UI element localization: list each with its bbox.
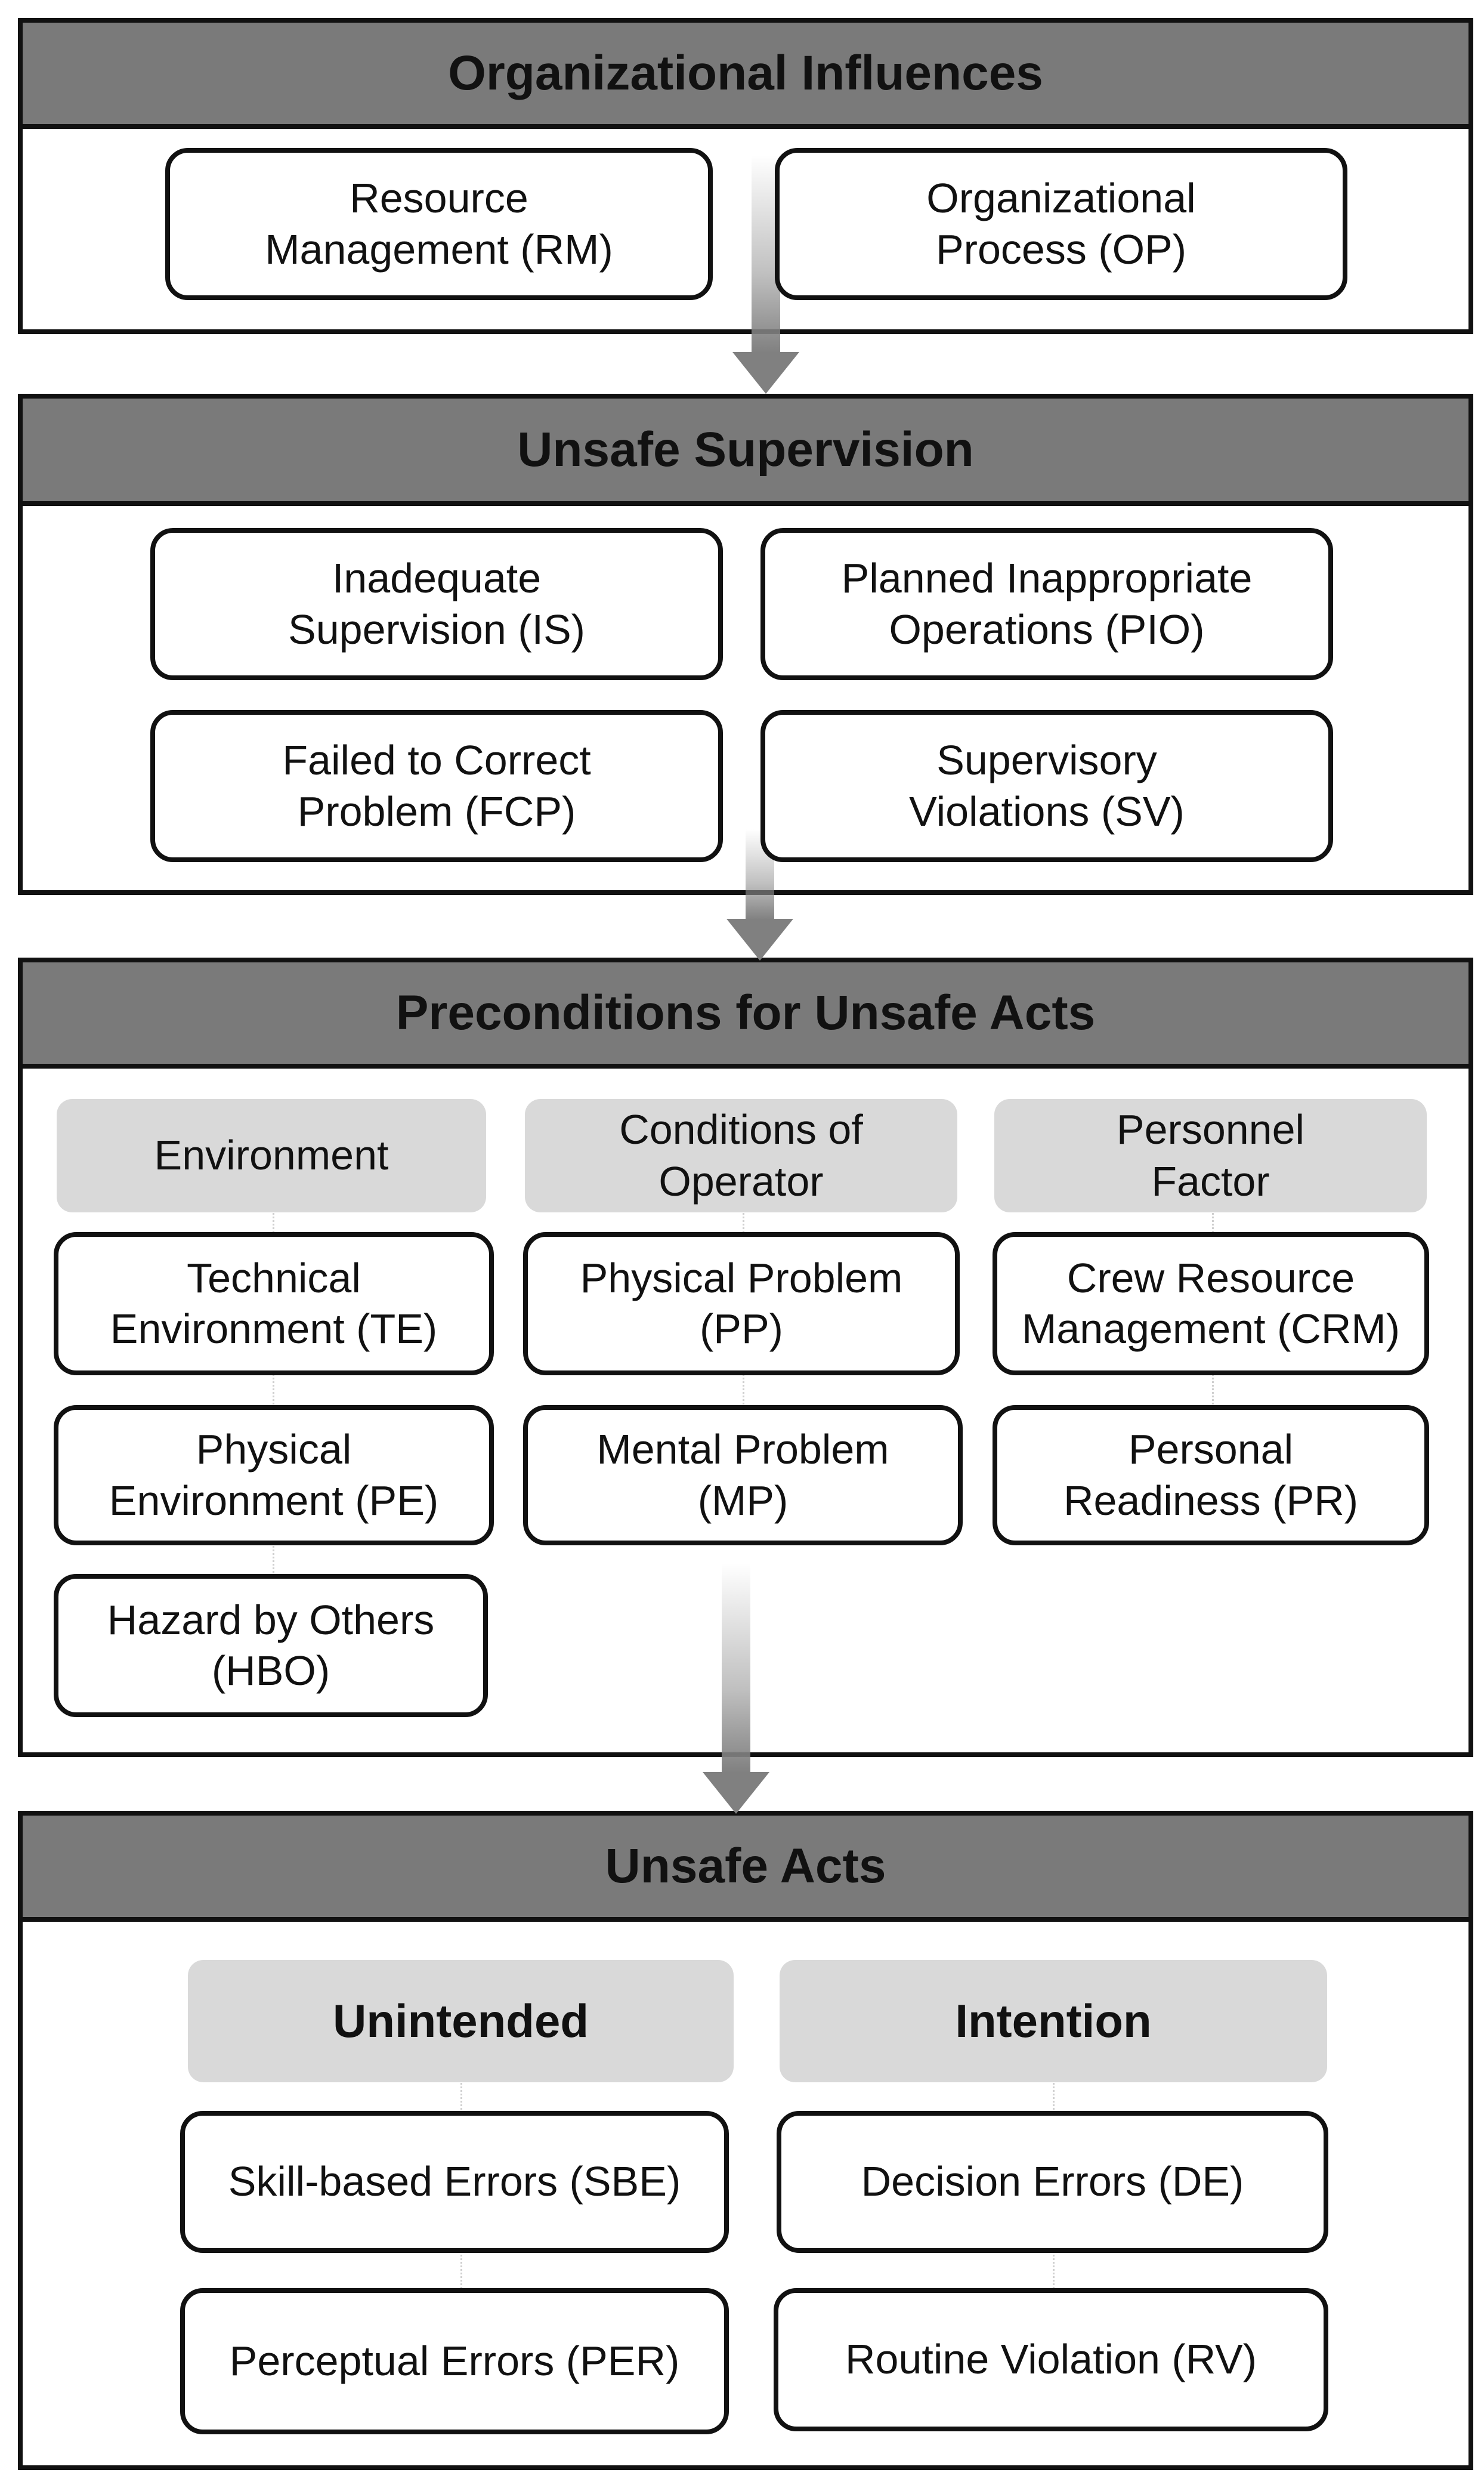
routine-violation-box: Routine Violation (RV) — [774, 2288, 1328, 2431]
arrow-supervision-to-preconditions — [726, 829, 793, 961]
arrow-preconditions-to-unsafe-acts — [703, 1563, 769, 1814]
physical-environment-box: Physical Environment (PE) — [54, 1405, 494, 1545]
perceptual-errors-box: Perceptual Errors (PER) — [180, 2288, 729, 2434]
environment-column-connector — [273, 1205, 274, 1587]
environment-category: Environment — [57, 1099, 486, 1212]
personnel-factor-category: Personnel Factor — [994, 1099, 1427, 1212]
technical-environment-box: Technical Environment (TE) — [54, 1232, 494, 1375]
organizational-process-box: Organizational Process (OP) — [775, 148, 1347, 300]
unsafe-supervision-title: Unsafe Supervision — [23, 399, 1468, 506]
crew-resource-management-box: Crew Resource Management (CRM) — [993, 1232, 1429, 1375]
inadequate-supervision-box: Inadequate Supervision (IS) — [150, 528, 723, 680]
physical-problem-box: Physical Problem (PP) — [523, 1232, 960, 1375]
conditions-of-operator-category: Conditions of Operator — [525, 1099, 957, 1212]
failed-to-correct-problem-box: Failed to Correct Problem (FCP) — [150, 710, 723, 862]
unsafe-acts-title: Unsafe Acts — [23, 1816, 1468, 1922]
hazard-by-others-box: Hazard by Others (HBO) — [54, 1574, 488, 1717]
intention-category: Intention — [780, 1960, 1327, 2082]
personal-readiness-box: Personal Readiness (PR) — [993, 1405, 1429, 1545]
resource-management-box: Resource Management (RM) — [165, 148, 713, 300]
organizational-influences-title: Organizational Influences — [23, 23, 1468, 129]
supervisory-violations-box: Supervisory Violations (SV) — [760, 710, 1333, 862]
skill-based-errors-box: Skill-based Errors (SBE) — [180, 2111, 729, 2253]
preconditions-title: Preconditions for Unsafe Acts — [23, 962, 1468, 1069]
decision-errors-box: Decision Errors (DE) — [777, 2111, 1328, 2253]
planned-inappropriate-operations-box: Planned Inappropriate Operations (PIO) — [760, 528, 1333, 680]
unintended-category: Unintended — [188, 1960, 734, 2082]
mental-problem-box: Mental Problem (MP) — [523, 1405, 963, 1545]
